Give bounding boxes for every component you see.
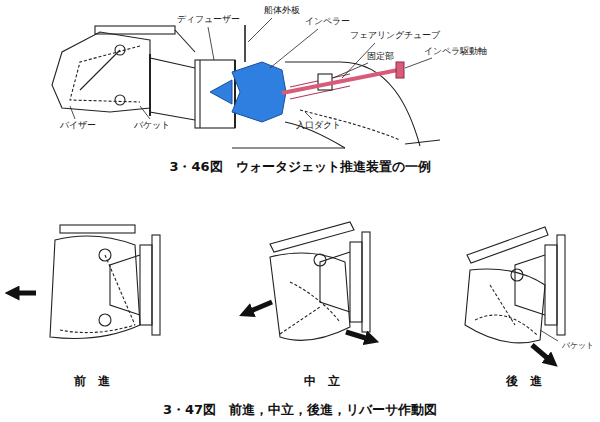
reverser-reverse [465,227,565,343]
figure-caption: 3・46図 ウォータジェット推進装置の一例 [168,160,431,174]
part-label: バケット [133,121,171,131]
part-label: 入口ダクト [295,121,342,131]
part-label: ディフューザー [176,15,241,25]
drive-shaft [282,70,398,93]
figure-caption: 3・47図 前進，中立，後進，リバーサ作動図 [162,403,438,417]
state-label: 中 立 [303,375,341,388]
part-label: バイザー [59,121,97,131]
flow-arrow [532,345,552,362]
state-label: 前 進 [73,375,111,388]
reverser-forward [50,225,160,339]
flow-arrow [12,291,36,296]
part-label: フェアリングチューブ [349,31,441,41]
flow-arrow [246,302,272,313]
impeller [232,62,286,122]
shaft-flange [396,62,404,78]
part-label: インペラ駆動軸 [423,47,488,57]
part-label: 固定部 [366,52,395,62]
leader-line [540,330,558,341]
flow-arrow [346,332,372,340]
waterjet-unit [52,25,440,148]
state-label: 後 進 [505,375,543,388]
part-label: 船体外板 [263,6,301,16]
impeller-hub [210,80,232,104]
reverser-neutral [270,222,370,340]
part-label: インペラー [304,17,351,27]
part-label: バケット [561,342,595,351]
